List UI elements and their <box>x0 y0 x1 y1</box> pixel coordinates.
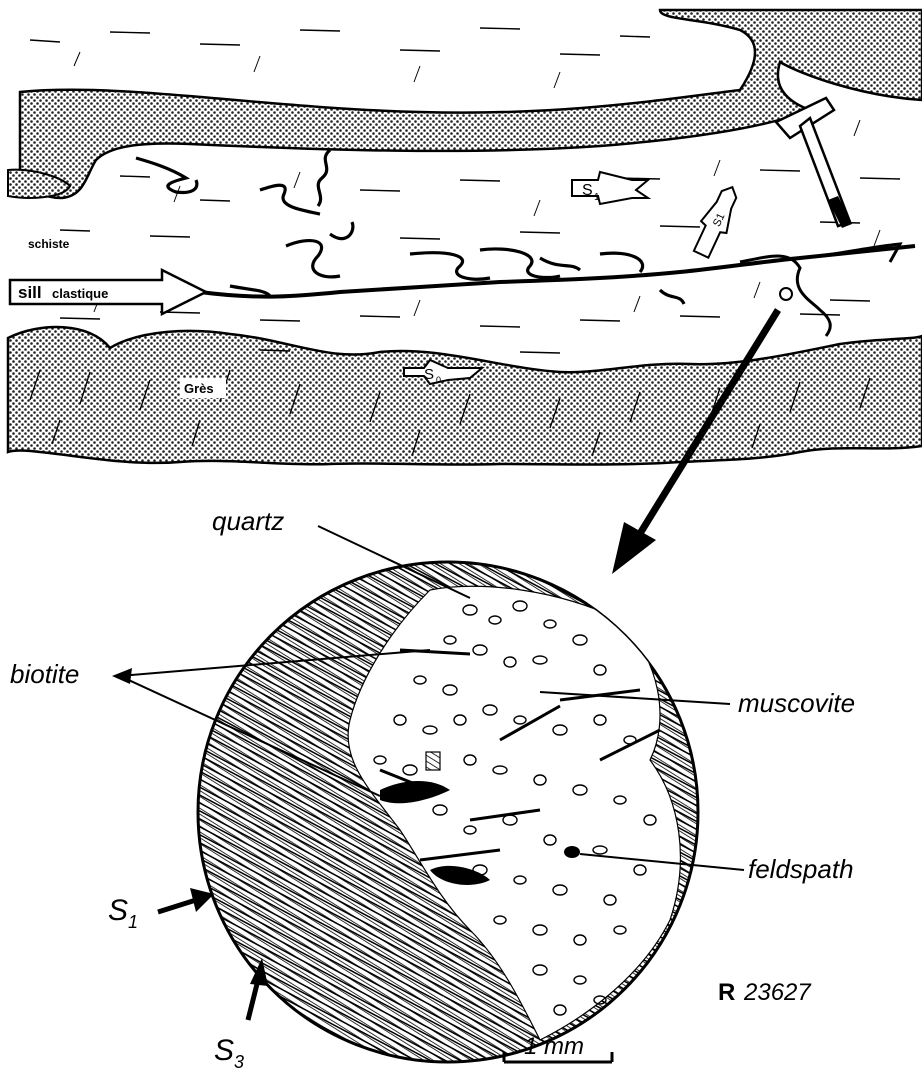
gres-label: Grès <box>184 381 214 396</box>
sill-clastique-arrow: sill clastique <box>10 270 206 314</box>
biotite-label: biotite <box>10 659 79 689</box>
s1-top-subscript: 1 <box>594 192 600 203</box>
s1-rotated-arrow: S1 <box>688 181 745 260</box>
s1-thin-subscript: 1 <box>128 912 138 932</box>
s1-thin-label: S <box>108 894 128 927</box>
scale-bar-label: 1 mm <box>524 1033 584 1060</box>
quartz-label: quartz <box>212 506 284 536</box>
s1-arrow-top: S 1 <box>572 172 648 204</box>
upper-sandstone-layer <box>20 10 922 198</box>
schiste-label: schiste <box>28 237 70 251</box>
sample-location-marker <box>780 288 792 300</box>
s3-thin-label: S <box>214 1034 234 1067</box>
feldspar-grain <box>564 846 580 858</box>
reference-prefix: R <box>718 979 735 1006</box>
thin-section-view <box>180 560 740 1076</box>
s1-top-label: S <box>582 182 593 199</box>
outcrop-sketch: S 1 S1 S 0 sill clastique schiste Grès <box>8 10 922 465</box>
clastic-sill-trace <box>200 246 915 297</box>
biotite-leader-arrowhead <box>112 668 132 684</box>
s1-thin-section-arrow: S 1 <box>108 888 214 932</box>
hammer-icon <box>776 98 852 228</box>
sill-clastique-word: clastique <box>52 286 108 301</box>
muscovite-label: muscovite <box>738 688 855 718</box>
clastic-sill-branch <box>740 256 830 336</box>
s0-subscript: 0 <box>436 375 441 385</box>
reference-number: 23627 <box>743 979 812 1006</box>
s3-thin-subscript: 3 <box>234 1052 244 1072</box>
feldspath-label: feldspath <box>748 854 854 884</box>
s3-thin-section-arrow: S 3 <box>214 958 268 1072</box>
s0-label: S <box>424 366 434 383</box>
striped-grain <box>426 752 440 770</box>
sill-word: sill <box>18 283 42 302</box>
